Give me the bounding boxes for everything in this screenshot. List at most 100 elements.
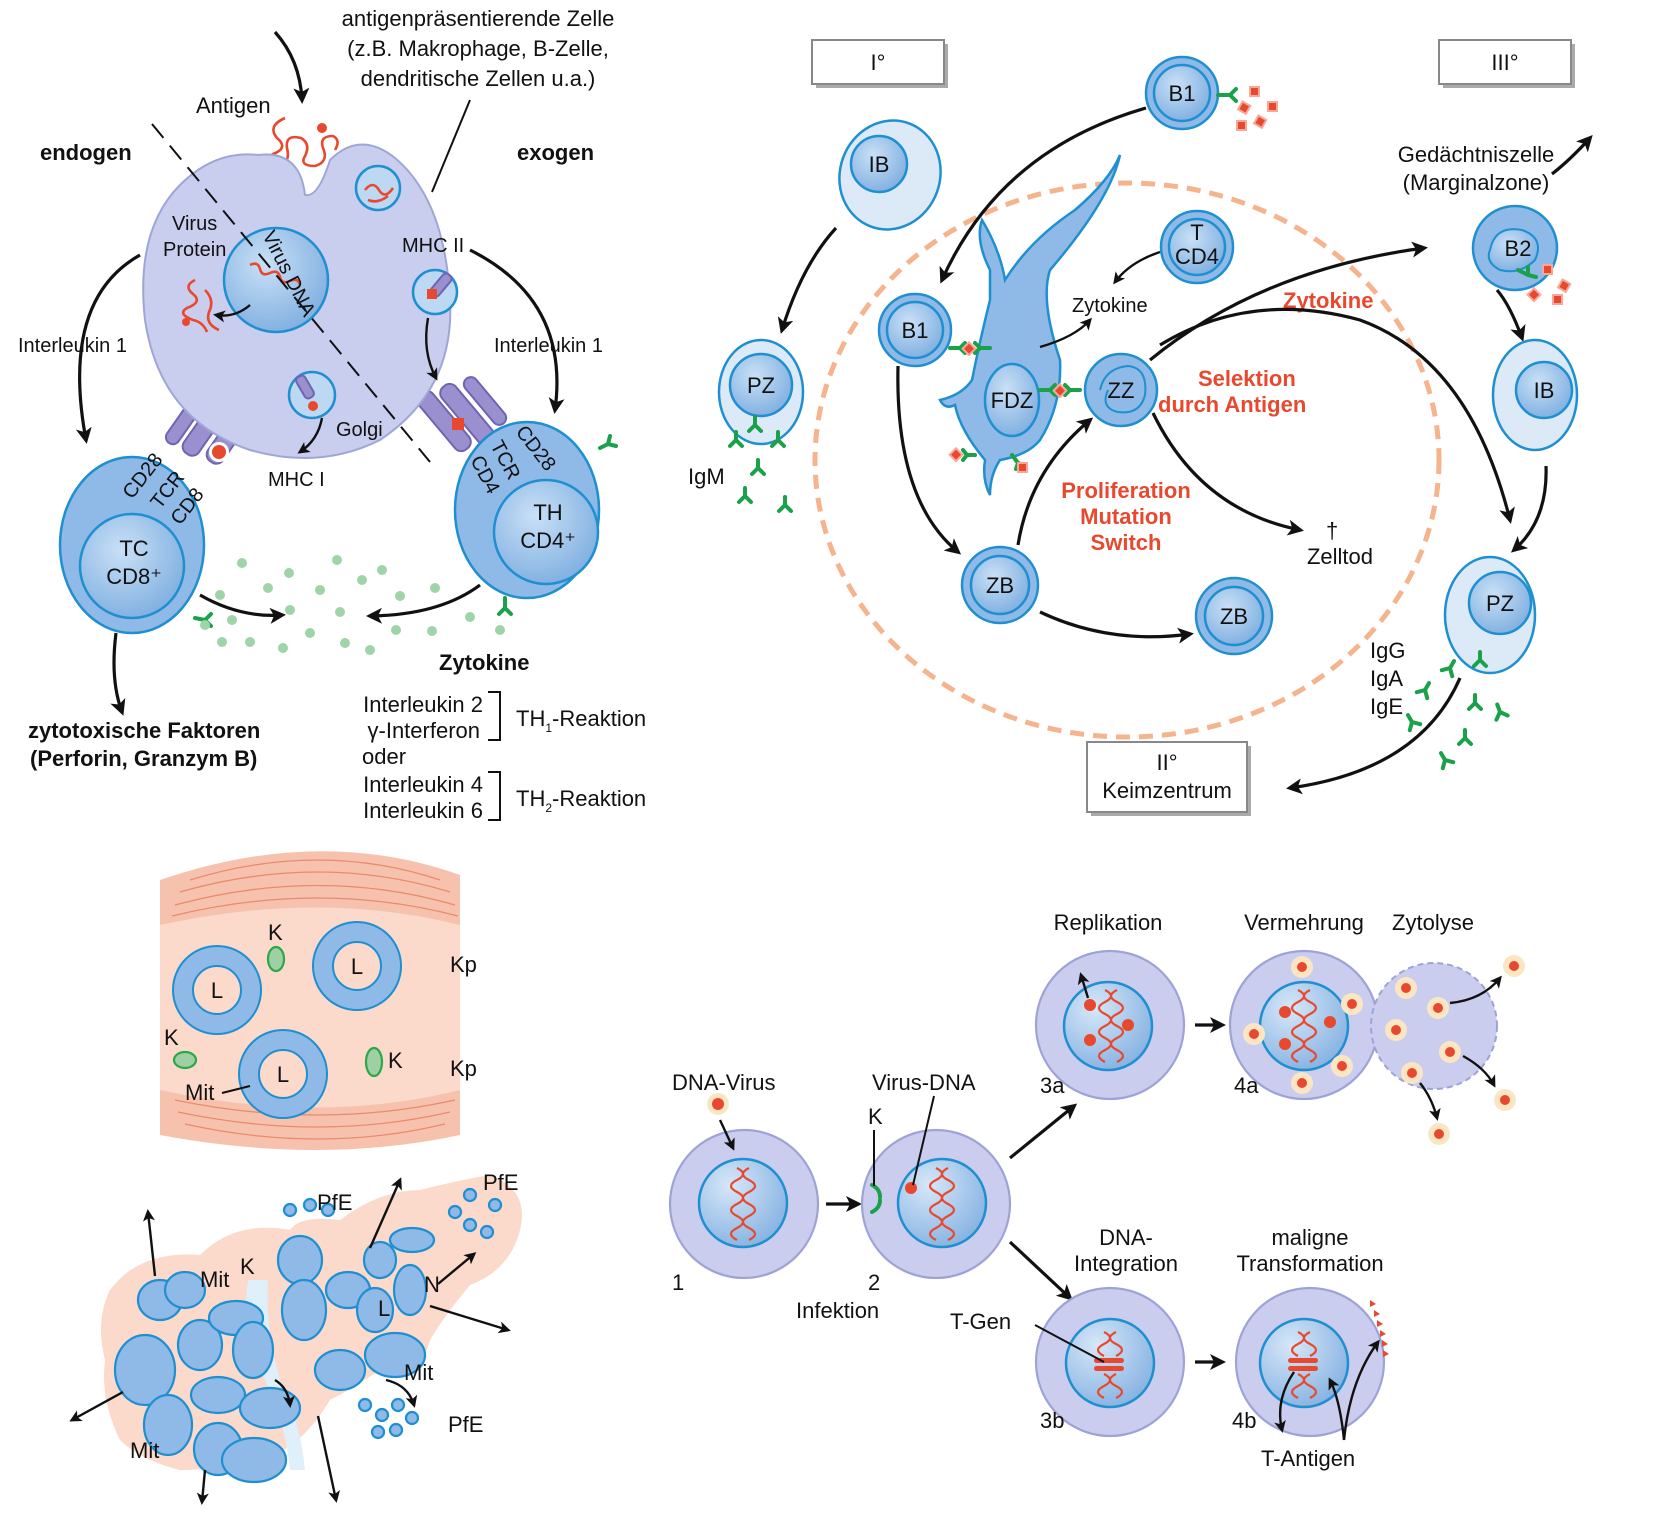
replicating-virus-2: [1084, 1034, 1096, 1046]
b2-receptor-icon: [1516, 265, 1538, 279]
replicating-virus-3: [1122, 1019, 1134, 1031]
cytokine-dots: [200, 555, 505, 655]
b2-to-ib-arrow: [1495, 288, 1526, 342]
cell-zz-label: ZZ: [1108, 378, 1135, 403]
capillary-2: [172, 1050, 198, 1070]
mhc2-peptide: [452, 418, 464, 430]
t-gen-label: T-Gen: [950, 1309, 1011, 1334]
zb-to-zz-arrow: [1016, 417, 1094, 546]
zz-to-pz-arrow: [1159, 307, 1515, 524]
memory-label-2: (Marginalzone): [1403, 170, 1550, 195]
virus-dna-dot: [905, 1182, 917, 1194]
mhc2-label: MHC II: [402, 235, 464, 257]
t-gene-4b-2: [1288, 1366, 1318, 1371]
endogen-exogen-divider: [151, 123, 431, 463]
capsid-label: K: [868, 1104, 883, 1129]
mitosis-label-upper: Mit: [185, 1080, 214, 1105]
zytolyse-label: Zytolyse: [1392, 910, 1474, 935]
b1-top-receptor-icon: [1216, 87, 1238, 103]
pfe-label-1: PfE: [317, 1190, 352, 1215]
virus-dna-helix: [249, 262, 302, 286]
lumen-label-2: L: [351, 954, 363, 979]
proliferation-label-2: Mutation: [1080, 504, 1172, 529]
antigen-entry-arrow: [273, 30, 310, 104]
ig-antibodies: [1406, 650, 1510, 771]
stage-secondary-label-2: Keimzentrum: [1102, 778, 1232, 803]
proliferation-label-3: Switch: [1091, 530, 1162, 555]
apc-label-line-1: antigenpräsentierende Zelle: [342, 6, 615, 31]
step3a-label: 3a: [1040, 1073, 1065, 1098]
selection-label-2: durch Antigen: [1158, 392, 1306, 417]
interleukin1-right-arrow: [469, 248, 565, 414]
cell-zb-left-label: ZB: [986, 573, 1014, 598]
fdz-nucleus: [983, 362, 1041, 438]
gland-3: [238, 1029, 328, 1119]
replication-exit-arrow: [1077, 972, 1090, 999]
oder-label: oder: [362, 744, 406, 769]
host-nucleus-1: [697, 1157, 789, 1249]
virions-lysis: [1385, 955, 1525, 1145]
step4b-label: 4b: [1232, 1408, 1256, 1433]
replikation-label: Replikation: [1054, 910, 1163, 935]
stage-secondary-label-1: II°: [1156, 750, 1177, 775]
proliferation-label-1: Proliferation: [1061, 478, 1191, 503]
lumen-label-lower: L: [378, 1296, 390, 1321]
virus-protein-label-1: Virus: [172, 213, 217, 235]
pfe-label-3: PfE: [448, 1412, 483, 1437]
fdz-zytokine-arrow: [1039, 317, 1092, 349]
t-gene-insert-2: [1094, 1366, 1124, 1371]
cell-fdz-label: FDZ: [991, 388, 1034, 413]
golgi-label: Golgi: [336, 419, 383, 441]
fdz-antigen-right: [1017, 462, 1028, 473]
th2-cytokine-2: Interleukin 6: [363, 798, 483, 823]
host-dna-3b: [1096, 1331, 1124, 1399]
th1-cytokine-1: Interleukin 2: [363, 692, 483, 717]
t-antigen-arrow-down: [1274, 1371, 1295, 1433]
host-dna-2: [928, 1167, 956, 1241]
mhc2-transport-arrow: [425, 317, 438, 381]
host-dna-4a: [1290, 989, 1318, 1063]
cell-b1-top-nucleus: [1152, 63, 1212, 123]
th-nucleus: [492, 478, 600, 586]
cell-zb-right-label: ZB: [1220, 604, 1248, 629]
dna-integration-label-2: Integration: [1074, 1251, 1178, 1276]
host-dna-3a: [1097, 989, 1125, 1063]
invasion-arrows: [69, 1177, 511, 1505]
infektion-label: Infektion: [796, 1298, 879, 1323]
cell-b1-left-label: B1: [902, 318, 929, 343]
ige-label: IgE: [1370, 694, 1403, 719]
stage-tertiary-label: III°: [1491, 50, 1518, 75]
stage-primary-box: [811, 39, 945, 85]
ib-to-pz-arrow: [777, 226, 838, 334]
memory-label-1: Gedächtniszelle: [1398, 142, 1555, 167]
b1-fdz-antigen: [961, 340, 977, 357]
capsule-label-1: Kp: [450, 952, 477, 977]
virus-protein-head: [182, 318, 190, 326]
th2-cytokine-1: Interleukin 4: [363, 772, 483, 797]
cell-t-cd4-label-1: T: [1190, 220, 1203, 245]
cell-ib-primary-label: IB: [869, 152, 890, 177]
capillary-1: [266, 945, 286, 973]
t-antigen-arrow-nucleus: [1328, 1377, 1346, 1441]
memory-exit-arrow: [1551, 135, 1593, 176]
b1-to-zb-arrow: [896, 365, 962, 555]
th-cytokine-arrow: [366, 583, 481, 624]
cell-pz-primary-label: PZ: [747, 373, 775, 398]
tcd4-zytokine-arrow: [1113, 250, 1161, 285]
lysis-release-arrow-2: [1462, 1054, 1496, 1088]
t-antigen-surface-markers: [1370, 1300, 1389, 1357]
stage-secondary-box: [1086, 741, 1248, 813]
step3b-label: 3b: [1040, 1408, 1064, 1433]
step4a-label: 4a: [1234, 1073, 1259, 1098]
cytotoxic-label-2: (Perforin, Granzym B): [30, 746, 257, 771]
cell-ib-tertiary-nucleus: [1514, 360, 1574, 420]
lysis-release-arrow-1: [1449, 975, 1502, 1005]
stage-primary-label: I°: [871, 50, 886, 75]
cell-pz-tertiary-label: PZ: [1486, 591, 1514, 616]
selection-label-1: Selektion: [1198, 366, 1296, 391]
capsule-fibers: [171, 859, 459, 1140]
panel-germinal-center: I° III° II° Keimzentrum IB PZ IgM B1: [688, 39, 1593, 816]
zelltod-symbol: †: [1326, 518, 1338, 543]
apc-label-line-2: (z.B. Makrophage, B-Zelle,: [347, 36, 609, 61]
zz-to-b2-arrow: [1148, 241, 1428, 362]
